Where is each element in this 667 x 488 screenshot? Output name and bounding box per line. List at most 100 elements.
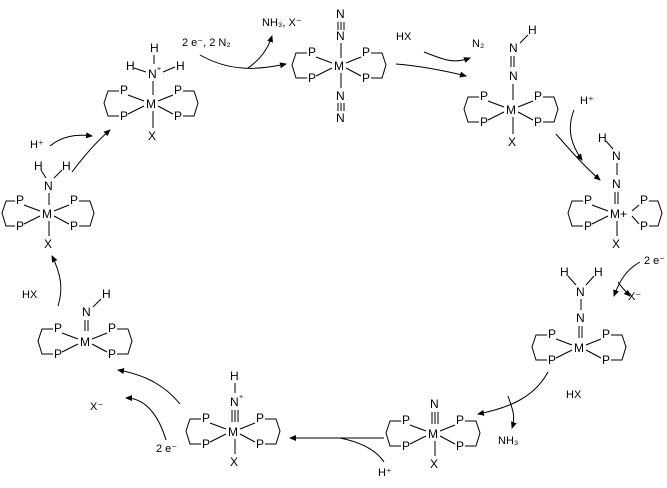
complex-nitrido: N M P P P P X — [385, 397, 481, 471]
atom-n: N — [82, 305, 91, 319]
atom-h: H — [594, 265, 603, 279]
complex-imido-cation: H N + M P P P P X — [185, 369, 281, 469]
step-ammine-to-dinitrogen: 2 e⁻, 2 N₂ NH₃, X⁻ — [182, 17, 302, 69]
atom-h: H — [230, 369, 239, 383]
atom-h: H — [560, 265, 569, 279]
atom-h: H — [598, 131, 607, 145]
atom-p: P — [402, 439, 410, 453]
atom-p: P — [640, 193, 648, 207]
atom-p: P — [108, 321, 116, 335]
atom-p: P — [548, 327, 556, 341]
step-diazenido-to-hydrazido-cation: H⁺ — [555, 95, 601, 181]
product-label: X⁻ — [90, 401, 103, 413]
atom-x: X — [612, 237, 620, 251]
product-label: NH₃ — [498, 435, 518, 447]
atom-n: N — [44, 179, 53, 193]
atom-p: P — [402, 413, 410, 427]
charge-plus: + — [157, 66, 161, 73]
step-hydrazido-to-nitrido: HX NH₃ — [477, 371, 582, 447]
complex-hydrazido: H H N N M P P P P — [531, 265, 627, 367]
atom-x: X — [230, 455, 238, 469]
step-hydrazido-cation-to-hydrazido: 2 e⁻ X⁻ — [613, 255, 665, 303]
atom-h: H — [150, 41, 159, 55]
atom-p: P — [120, 83, 128, 97]
atom-metal: M — [42, 207, 52, 221]
atom-n: N — [576, 285, 585, 299]
complex-dinitrogen: N N M P P P P N N — [291, 7, 387, 125]
atom-n: N — [336, 111, 345, 125]
atom-metal: M — [80, 335, 90, 349]
atom-p: P — [480, 89, 488, 103]
atom-p: P — [256, 411, 264, 425]
atom-n: N — [576, 311, 585, 325]
atom-p: P — [108, 347, 116, 361]
atom-p: P — [202, 437, 210, 451]
step-imido-to-amido: HX — [22, 255, 62, 307]
atom-n: N — [148, 67, 157, 81]
step-imido-cation-to-imido: 2 e⁻ X⁻ — [90, 368, 181, 455]
atom-x: X — [148, 129, 156, 143]
atom-p: P — [70, 219, 78, 233]
atom-p: P — [456, 439, 464, 453]
atom-n: N — [430, 397, 439, 411]
atom-h: H — [62, 159, 71, 173]
atom-h: H — [126, 59, 135, 73]
atom-p: P — [362, 71, 370, 85]
atom-p: P — [640, 219, 648, 233]
reagent-label: 2 e⁻, 2 N₂ — [182, 37, 231, 49]
atom-n: N — [230, 395, 239, 409]
atom-p: P — [70, 193, 78, 207]
atom-p: P — [308, 71, 316, 85]
atom-x: X — [430, 457, 438, 471]
atom-n: N — [612, 149, 621, 163]
atom-p: P — [54, 321, 62, 335]
reagent-label: H⁺ — [30, 139, 44, 151]
atom-p: P — [202, 411, 210, 425]
atom-metal: M+ — [610, 207, 627, 221]
atom-n: N — [509, 69, 518, 83]
reagent-label: HX — [566, 389, 582, 401]
atom-n: N — [336, 89, 345, 103]
reagent-label: 2 e⁻ — [156, 443, 177, 455]
atom-p: P — [362, 45, 370, 59]
reagent-label: HX — [396, 31, 412, 43]
complex-imido: H N M P P P P — [37, 287, 133, 361]
complex-amido: H H N M P P P P X — [1, 159, 95, 251]
step-amido-to-ammine: H⁺ — [30, 129, 111, 173]
atom-metal: M — [506, 103, 516, 117]
atom-h: H — [528, 23, 537, 37]
atom-h: H — [34, 159, 43, 173]
atom-p: P — [16, 193, 24, 207]
reagent-label: 2 e⁻ — [644, 255, 665, 267]
atom-p: P — [480, 115, 488, 129]
atom-n: N — [336, 7, 345, 21]
atom-metal: M — [228, 425, 238, 439]
atom-p: P — [16, 219, 24, 233]
atom-p: P — [584, 219, 592, 233]
atom-metal: M — [428, 427, 438, 441]
atom-metal: M — [146, 97, 156, 111]
atom-p: P — [584, 193, 592, 207]
atom-p: P — [54, 347, 62, 361]
atom-n: N — [509, 41, 518, 55]
complex-ammine-cation: H H H N + M P P P P X — [103, 41, 199, 143]
complex-diazenido: H N N M P P P P X — [463, 23, 559, 149]
atom-p: P — [456, 413, 464, 427]
atom-p: P — [602, 353, 610, 367]
step-nitrido-to-imido-cation: H⁺ — [289, 435, 392, 479]
product-label: X⁻ — [628, 291, 641, 303]
atom-metal: M — [334, 59, 344, 73]
atom-x: X — [508, 135, 516, 149]
atom-x: X — [44, 237, 52, 251]
atom-p: P — [602, 327, 610, 341]
complex-hydrazido-cation: H N N M+ P P P P X — [567, 131, 663, 251]
atom-n: N — [336, 29, 345, 43]
charge-plus: + — [239, 394, 243, 401]
atom-p: P — [534, 89, 542, 103]
atom-p: P — [256, 437, 264, 451]
atom-p: P — [548, 353, 556, 367]
reagent-label: H⁺ — [580, 95, 594, 107]
atom-p: P — [308, 45, 316, 59]
atom-p: P — [174, 109, 182, 123]
